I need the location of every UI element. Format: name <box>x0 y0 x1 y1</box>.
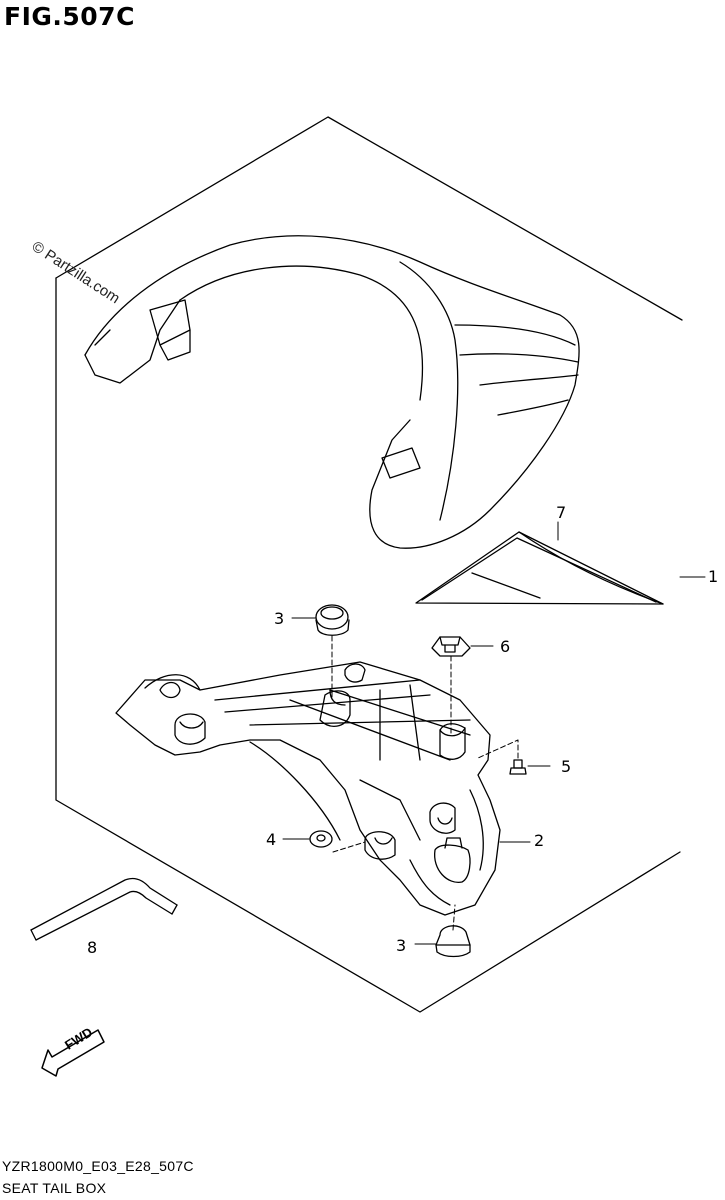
callout-6: 6 <box>500 637 511 656</box>
diagram-code: YZR1800M0_E03_E28_507C <box>2 1158 194 1174</box>
callout-4: 4 <box>266 830 277 849</box>
diagram-caption: SEAT TAIL BOX <box>2 1180 107 1196</box>
callout-7: 7 <box>556 503 567 522</box>
tail-box-bracket <box>115 661 501 916</box>
callout-3-top: 3 <box>274 609 285 628</box>
washer <box>309 830 333 848</box>
fwd-arrow-icon <box>41 1029 105 1077</box>
hex-wrench <box>30 877 178 941</box>
figure-title: FIG.507C <box>4 2 135 31</box>
assembly-outline <box>55 116 683 1013</box>
callout-5: 5 <box>561 757 572 776</box>
triangular-pad <box>415 531 664 605</box>
callout-8: 8 <box>87 938 98 957</box>
clip-nut <box>431 636 471 657</box>
tail-box-cover <box>84 235 580 549</box>
leader-lines <box>282 521 706 945</box>
callout-1: 1 <box>708 567 719 586</box>
bolt <box>509 759 527 775</box>
rubber-damper-top <box>315 604 350 636</box>
callout-3-bottom: 3 <box>396 936 407 955</box>
callout-2: 2 <box>534 831 545 850</box>
rubber-damper-bottom <box>435 925 471 958</box>
